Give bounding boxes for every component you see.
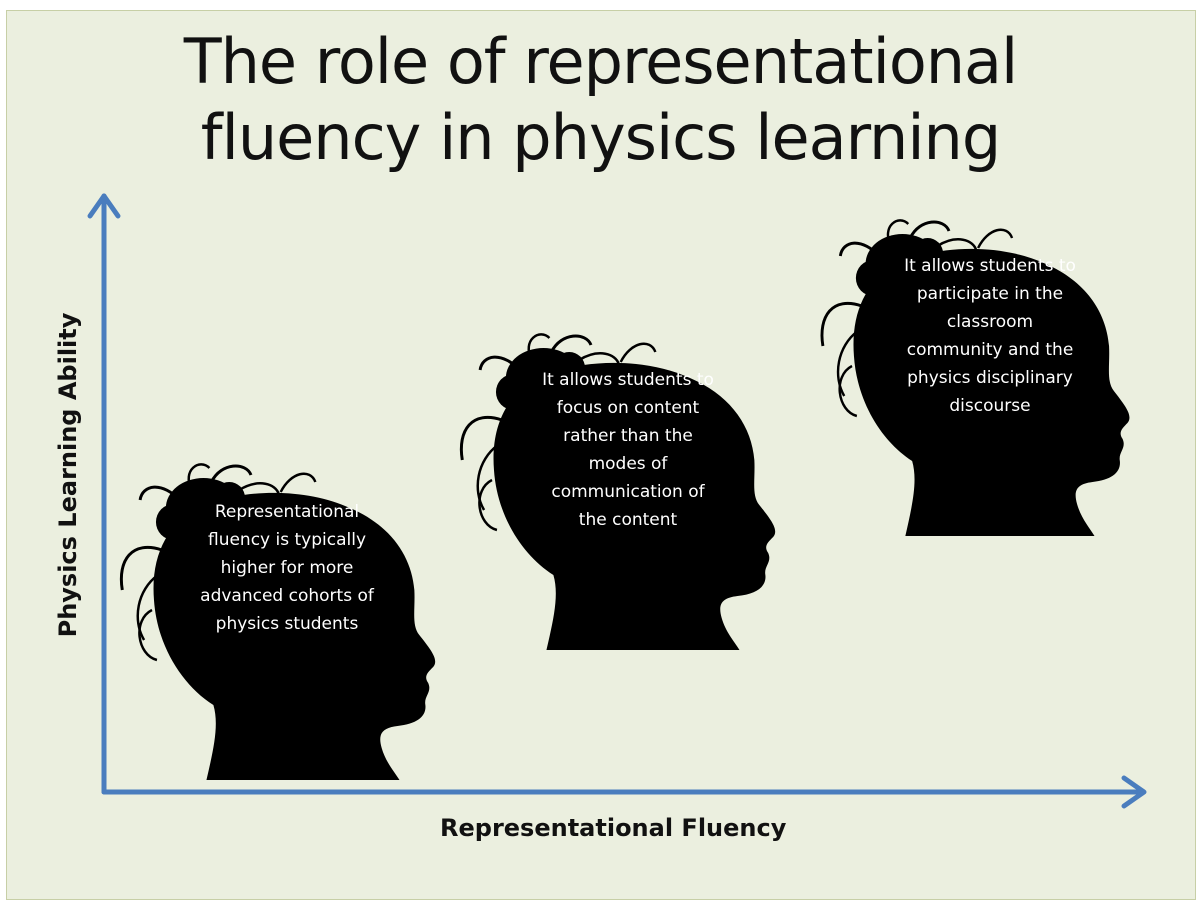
x-axis-label: Representational Fluency <box>440 814 787 842</box>
step-3-line: It allows students to <box>904 256 1076 276</box>
step-3-line: community and the <box>906 340 1074 360</box>
step-1-line: advanced cohorts of <box>200 586 374 606</box>
step-1-line: physics students <box>215 614 359 634</box>
step-3-line: participate in the <box>916 284 1064 304</box>
y-axis-arrowhead <box>87 193 121 219</box>
title-line-1: The role of representational <box>183 25 1019 98</box>
title-line-2: fluency in physics learning <box>200 101 1001 174</box>
step-3-line: physics disciplinary <box>907 368 1073 388</box>
step-2-line: focus on content <box>556 398 700 418</box>
step-1-line: higher for more <box>220 558 354 578</box>
step-2-line: It allows students to <box>542 370 714 390</box>
step-1-line: fluency is typically <box>207 530 367 550</box>
step-2-line: the content <box>578 510 678 530</box>
step-1-text: Representational fluency is typically hi… <box>190 498 384 638</box>
x-axis-arrowhead <box>1121 775 1147 809</box>
step-3-line: classroom <box>946 312 1034 332</box>
step-2-line: communication of <box>551 482 705 502</box>
step-2-line: rather than the <box>563 426 693 446</box>
step-1-line: Representational <box>214 502 360 522</box>
step-2-text: It allows students to focus on content r… <box>527 366 729 534</box>
y-axis-label: Physics Learning Ability <box>54 312 82 638</box>
axes <box>87 193 1147 809</box>
step-2-line: modes of <box>588 454 668 474</box>
step-3-text: It allows students to participate in the… <box>885 252 1095 420</box>
slide-title: The role of representational fluency in … <box>0 24 1201 176</box>
step-3-line: discourse <box>949 396 1031 416</box>
